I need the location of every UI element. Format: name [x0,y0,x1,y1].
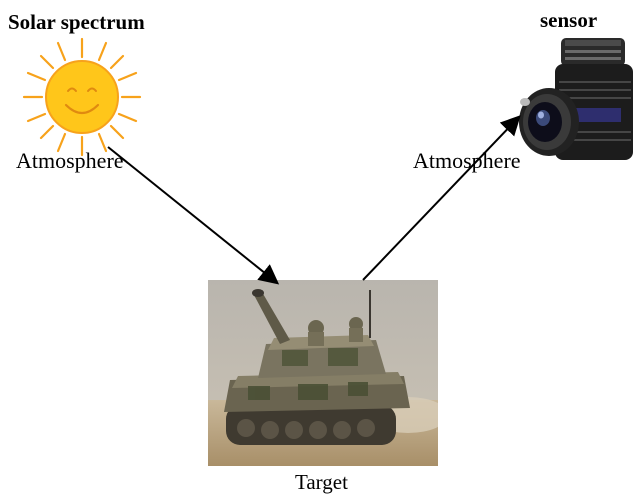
sun-icon [22,37,142,157]
target-label: Target [295,470,348,494]
solar-spectrum-label: Solar spectrum [8,10,145,34]
arrow-sun-to-target [107,146,280,285]
arrow-target-to-sensor [362,115,521,281]
lens-front [519,88,579,156]
atmosphere-label-right: Atmosphere [413,148,521,173]
camera-lens-icon [519,38,633,160]
sun-smile [64,103,100,115]
sun-disc [45,60,119,134]
sun-right-eye [87,87,97,92]
atmosphere-label-left: Atmosphere [16,148,124,173]
sensor-label: sensor [540,8,598,32]
sun-rays [22,37,142,157]
tank-image [208,280,438,466]
sun-left-eye [67,87,77,92]
